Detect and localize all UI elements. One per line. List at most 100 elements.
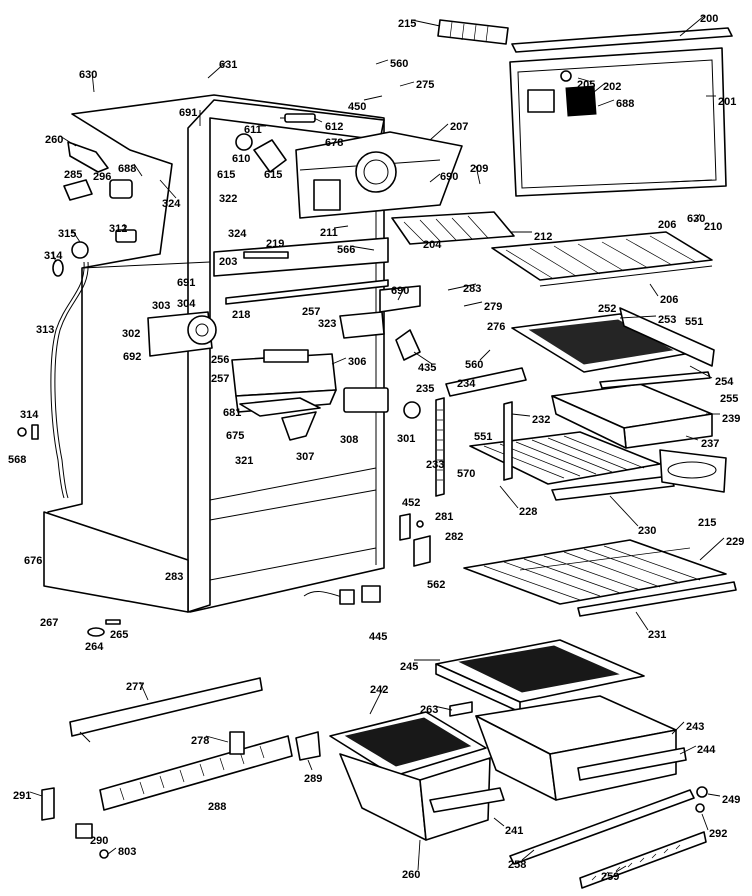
part-label-p202: 202 [603,81,621,93]
bracket-parts [399,513,431,567]
part-label-p232: 232 [532,414,550,426]
part-label-p435: 435 [418,362,436,374]
part-label-p675: 675 [226,430,244,442]
shelf-229 [463,539,737,617]
part-label-p291: 291 [13,790,31,802]
freezer-rack-206 [491,231,713,287]
part-label-p241: 241 [505,825,523,837]
part-label-p279: 279 [484,301,502,313]
part-label-p282: 282 [445,531,463,543]
meat-pan-239 [551,383,713,449]
toe-grille-288 [99,735,293,811]
part-label-p235: 235 [416,383,434,395]
small-parts-lower [41,619,321,859]
part-label-p560b: 560 [465,359,483,371]
part-label-p253: 253 [658,314,676,326]
part-label-p259: 259 [601,871,619,883]
part-label-p265: 265 [110,629,128,641]
part-label-p692: 692 [123,351,141,363]
part-label-p255: 255 [720,393,738,405]
part-label-p611: 611 [244,124,262,136]
part-label-p690a: 690 [440,171,458,183]
part-label-p315: 315 [58,228,76,240]
part-label-p450: 450 [348,101,366,113]
evaporator-fan-assembly [235,113,463,219]
part-label-p304: 304 [177,298,196,310]
part-label-p283b: 283 [165,571,183,583]
part-label-p551a: 551 [685,316,703,328]
part-label-p288: 288 [208,801,226,813]
part-label-p630a: 630 [79,69,97,81]
part-label-p803: 803 [118,846,136,858]
part-label-p281: 281 [435,511,453,523]
part-label-p258: 258 [508,859,526,871]
part-label-p249: 249 [722,794,740,806]
part-label-p218: 218 [232,309,250,321]
part-label-p313: 313 [36,324,54,336]
part-label-p324a: 324 [162,198,181,210]
part-label-p690b: 690 [391,285,409,297]
part-label-p301: 301 [397,433,415,445]
part-label-p239: 239 [722,413,740,425]
part-label-p630b: 630 [687,213,705,225]
part-label-p200: 200 [700,13,718,25]
part-label-p302: 302 [122,328,140,340]
part-label-p212: 212 [534,231,552,243]
part-label-p243: 243 [686,721,704,733]
freezer-shelf-212 [391,211,515,245]
part-label-p267: 267 [40,617,58,629]
part-label-p207: 207 [450,121,468,133]
part-label-p260b: 260 [402,869,420,881]
crisper-cover-252 [511,307,715,373]
part-label-p209: 209 [470,163,488,175]
part-label-p308: 308 [340,434,358,446]
part-label-p551b: 551 [474,431,492,443]
part-label-p631: 631 [219,59,237,71]
part-label-p234: 234 [457,378,476,390]
part-label-p676: 676 [24,555,42,567]
leader-lines [29,15,725,873]
part-label-p229: 229 [726,536,744,548]
part-label-p303: 303 [152,300,170,312]
part-label-p691b: 691 [177,277,195,289]
part-label-p254: 254 [715,376,734,388]
part-label-p321: 321 [235,455,253,467]
hinge-parts [17,141,137,499]
crisper-drawer-242 [329,711,505,841]
part-label-p242: 242 [370,684,388,696]
part-label-p205: 205 [577,79,595,91]
part-label-p285: 285 [64,169,82,181]
trim-strips [509,786,708,889]
part-label-p566: 566 [337,244,355,256]
part-label-p691a: 691 [179,107,197,119]
part-label-p260: 260 [45,134,63,146]
part-label-p290: 290 [90,835,108,847]
part-label-p289: 289 [304,773,322,785]
part-label-p307: 307 [296,451,314,463]
part-label-p256: 256 [211,354,229,366]
part-label-p228: 228 [519,506,537,518]
part-label-p233: 233 [426,459,444,471]
part-label-p264: 264 [85,641,104,653]
shelf-ladder-233 [435,397,513,497]
part-label-p244: 244 [697,744,716,756]
part-label-p210: 210 [704,221,722,233]
part-label-p231: 231 [648,629,666,641]
part-label-p322: 322 [219,193,237,205]
part-label-p314b: 314 [20,409,39,421]
part-label-p678: 678 [325,137,343,149]
part-label-p275: 275 [416,79,434,91]
part-label-p237: 237 [701,438,719,450]
part-label-p323: 323 [318,318,336,330]
part-label-p615b: 615 [264,169,282,181]
part-label-p570: 570 [457,468,475,480]
part-label-p612: 612 [325,121,343,133]
part-label-p610: 610 [232,153,250,165]
part-label-p688a: 688 [616,98,634,110]
part-label-p230: 230 [638,525,656,537]
dairy-bin-215 [659,449,727,493]
freezer-rails [213,237,421,313]
part-label-p215a: 215 [398,18,416,30]
part-label-p263: 263 [420,704,438,716]
